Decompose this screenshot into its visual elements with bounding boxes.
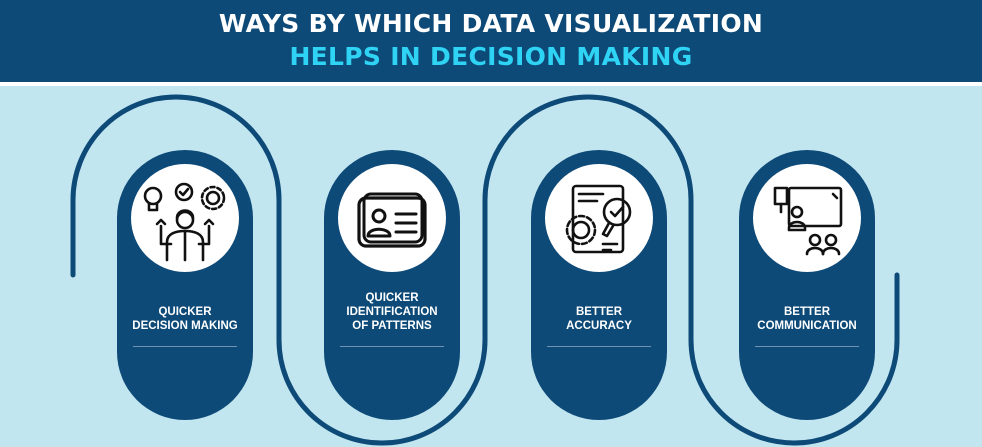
header-divider <box>0 82 982 86</box>
icon-circle <box>753 164 861 272</box>
step-label: BETTER ACCURACY <box>566 306 632 332</box>
step-card-better-accuracy: BETTER ACCURACY <box>531 150 667 420</box>
icon-circle <box>545 164 653 272</box>
step-card-better-communication: BETTER COMMUNICATION <box>739 150 875 420</box>
person-ideas-icon <box>143 182 226 262</box>
title-line-2: HELPS IN DECISION MAKING <box>289 42 693 71</box>
icon-circle <box>338 164 446 272</box>
step-label: QUICKER DECISION MAKING <box>132 306 238 332</box>
step-label: QUICKER IDENTIFICATION OF PATTERNS <box>346 292 438 332</box>
step-divider <box>340 346 444 347</box>
step-divider <box>755 346 859 347</box>
header-banner: WAYS BY WHICH DATA VISUALIZATION HELPS I… <box>0 0 982 82</box>
step-card-quicker-identification: QUICKER IDENTIFICATION OF PATTERNS <box>324 150 460 420</box>
step-label: BETTER COMMUNICATION <box>757 306 857 332</box>
icon-circle <box>131 164 239 272</box>
document-gear-check-icon <box>565 184 632 254</box>
title-line-1: WAYS BY WHICH DATA VISUALIZATION <box>218 9 764 38</box>
step-card-quicker-decision-making: QUICKER DECISION MAKING <box>117 150 253 420</box>
step-divider <box>547 346 651 347</box>
id-card-icon <box>357 192 427 248</box>
presentation-audience-icon <box>773 186 843 256</box>
step-divider <box>133 346 237 347</box>
